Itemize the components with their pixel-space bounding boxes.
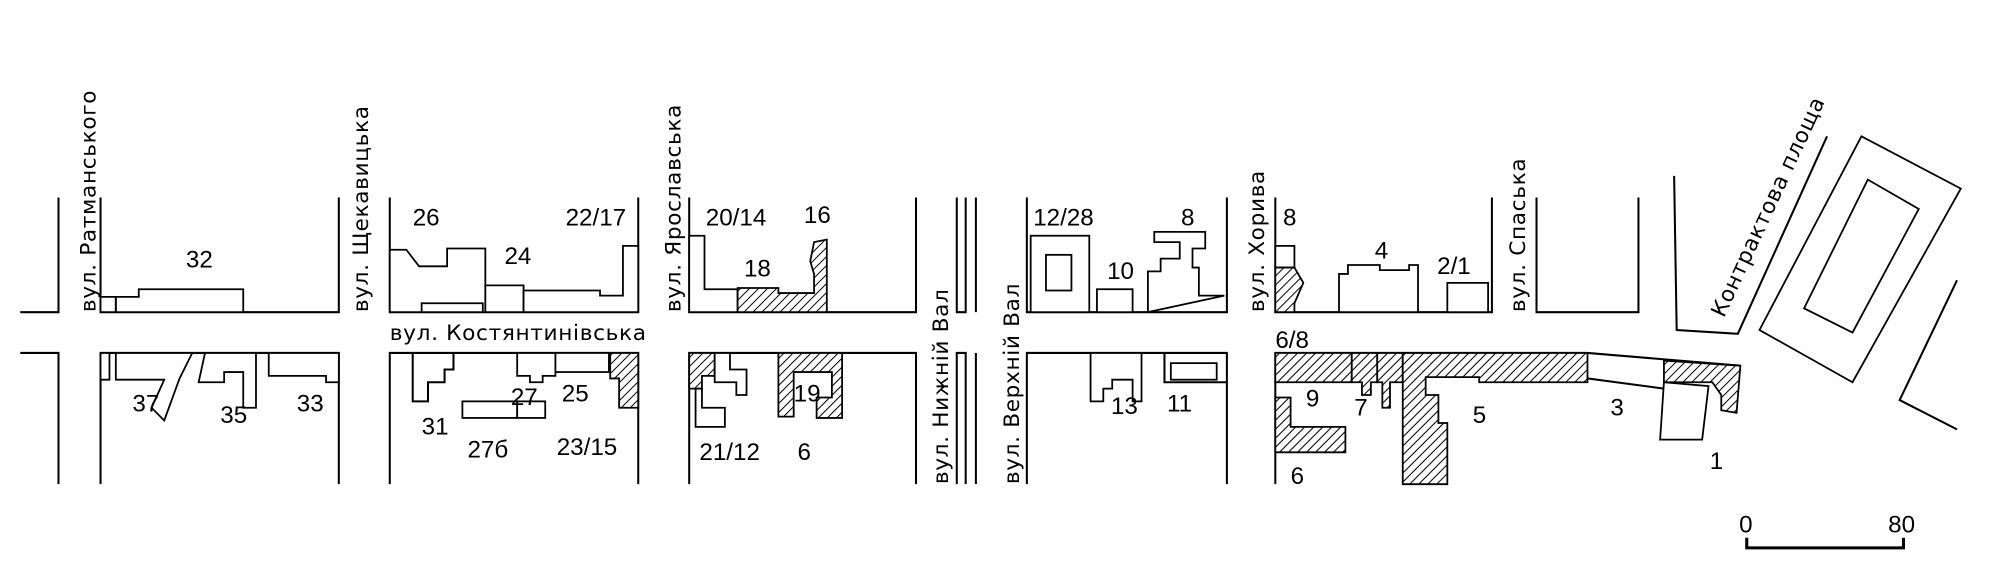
building-number: 2/1 bbox=[1437, 253, 1471, 280]
building-number: 10 bbox=[1107, 258, 1134, 285]
building-number: 1 bbox=[1710, 448, 1723, 475]
building-number: 23/15 bbox=[557, 434, 618, 461]
street-label-nyzhnii-val: вул. Нижній Вал bbox=[929, 288, 954, 484]
street-label-yaroslavska: вул. Ярославська bbox=[661, 104, 686, 312]
building-number: 26 bbox=[413, 205, 440, 232]
street-label-khoryva: вул. Хорива bbox=[1245, 170, 1270, 312]
building-number: 6 bbox=[798, 439, 811, 466]
building-number: 27б bbox=[467, 436, 508, 463]
street-label-kostiantynivska: вул. Костянтинівська bbox=[390, 321, 647, 346]
building-number: 9 bbox=[1306, 385, 1319, 412]
building-number: 8 bbox=[1181, 205, 1194, 232]
building-number: 37 bbox=[132, 391, 159, 418]
building-number: 31 bbox=[422, 413, 449, 440]
building-number: 19 bbox=[794, 380, 821, 407]
building-number: 24 bbox=[504, 243, 531, 270]
building-number: 20/14 bbox=[706, 205, 767, 232]
buildings-north bbox=[99, 231, 1489, 314]
building-number: 16 bbox=[804, 202, 831, 229]
building-number: 3 bbox=[1610, 394, 1623, 421]
building-number: 35 bbox=[220, 402, 247, 429]
building-number: 27 bbox=[511, 384, 538, 411]
building-number: 33 bbox=[297, 391, 324, 418]
building-number: 21/12 bbox=[699, 439, 760, 466]
building-number: 32 bbox=[186, 247, 213, 274]
scale-bar-end: 80 bbox=[1888, 512, 1915, 539]
building-number: 7 bbox=[1354, 394, 1367, 421]
building-number: 25 bbox=[562, 380, 589, 407]
street-label-verkhnii-val: вул. Верхній Вал bbox=[1000, 283, 1025, 484]
street-label-shchekavytska: вул. Щекавицька bbox=[349, 105, 374, 312]
scale-bar: 0 80 bbox=[1739, 512, 1915, 550]
street-label-spaska: вул. Спаська bbox=[1506, 158, 1531, 312]
building-number: 8 bbox=[1283, 205, 1296, 232]
street-label-ratmanskoho: вул. Ратманського bbox=[76, 90, 101, 312]
building-number: 22/17 bbox=[566, 205, 627, 232]
scale-bar-start: 0 bbox=[1739, 512, 1752, 539]
building-number: 6/8 bbox=[1275, 327, 1309, 354]
kontraktova-square bbox=[1758, 135, 1963, 384]
building-number: 5 bbox=[1473, 402, 1486, 429]
buildings-south bbox=[99, 352, 1742, 486]
building-number: 11 bbox=[1167, 391, 1192, 418]
building-number: 4 bbox=[1375, 238, 1388, 265]
building-number: 12/28 bbox=[1033, 205, 1094, 232]
building-numbers: 32 26 24 22/17 20/14 16 18 12/28 10 8 8 … bbox=[132, 202, 1723, 490]
building-number: 13 bbox=[1111, 393, 1138, 420]
building-number: 6 bbox=[1291, 463, 1304, 490]
building-number: 18 bbox=[744, 255, 771, 282]
